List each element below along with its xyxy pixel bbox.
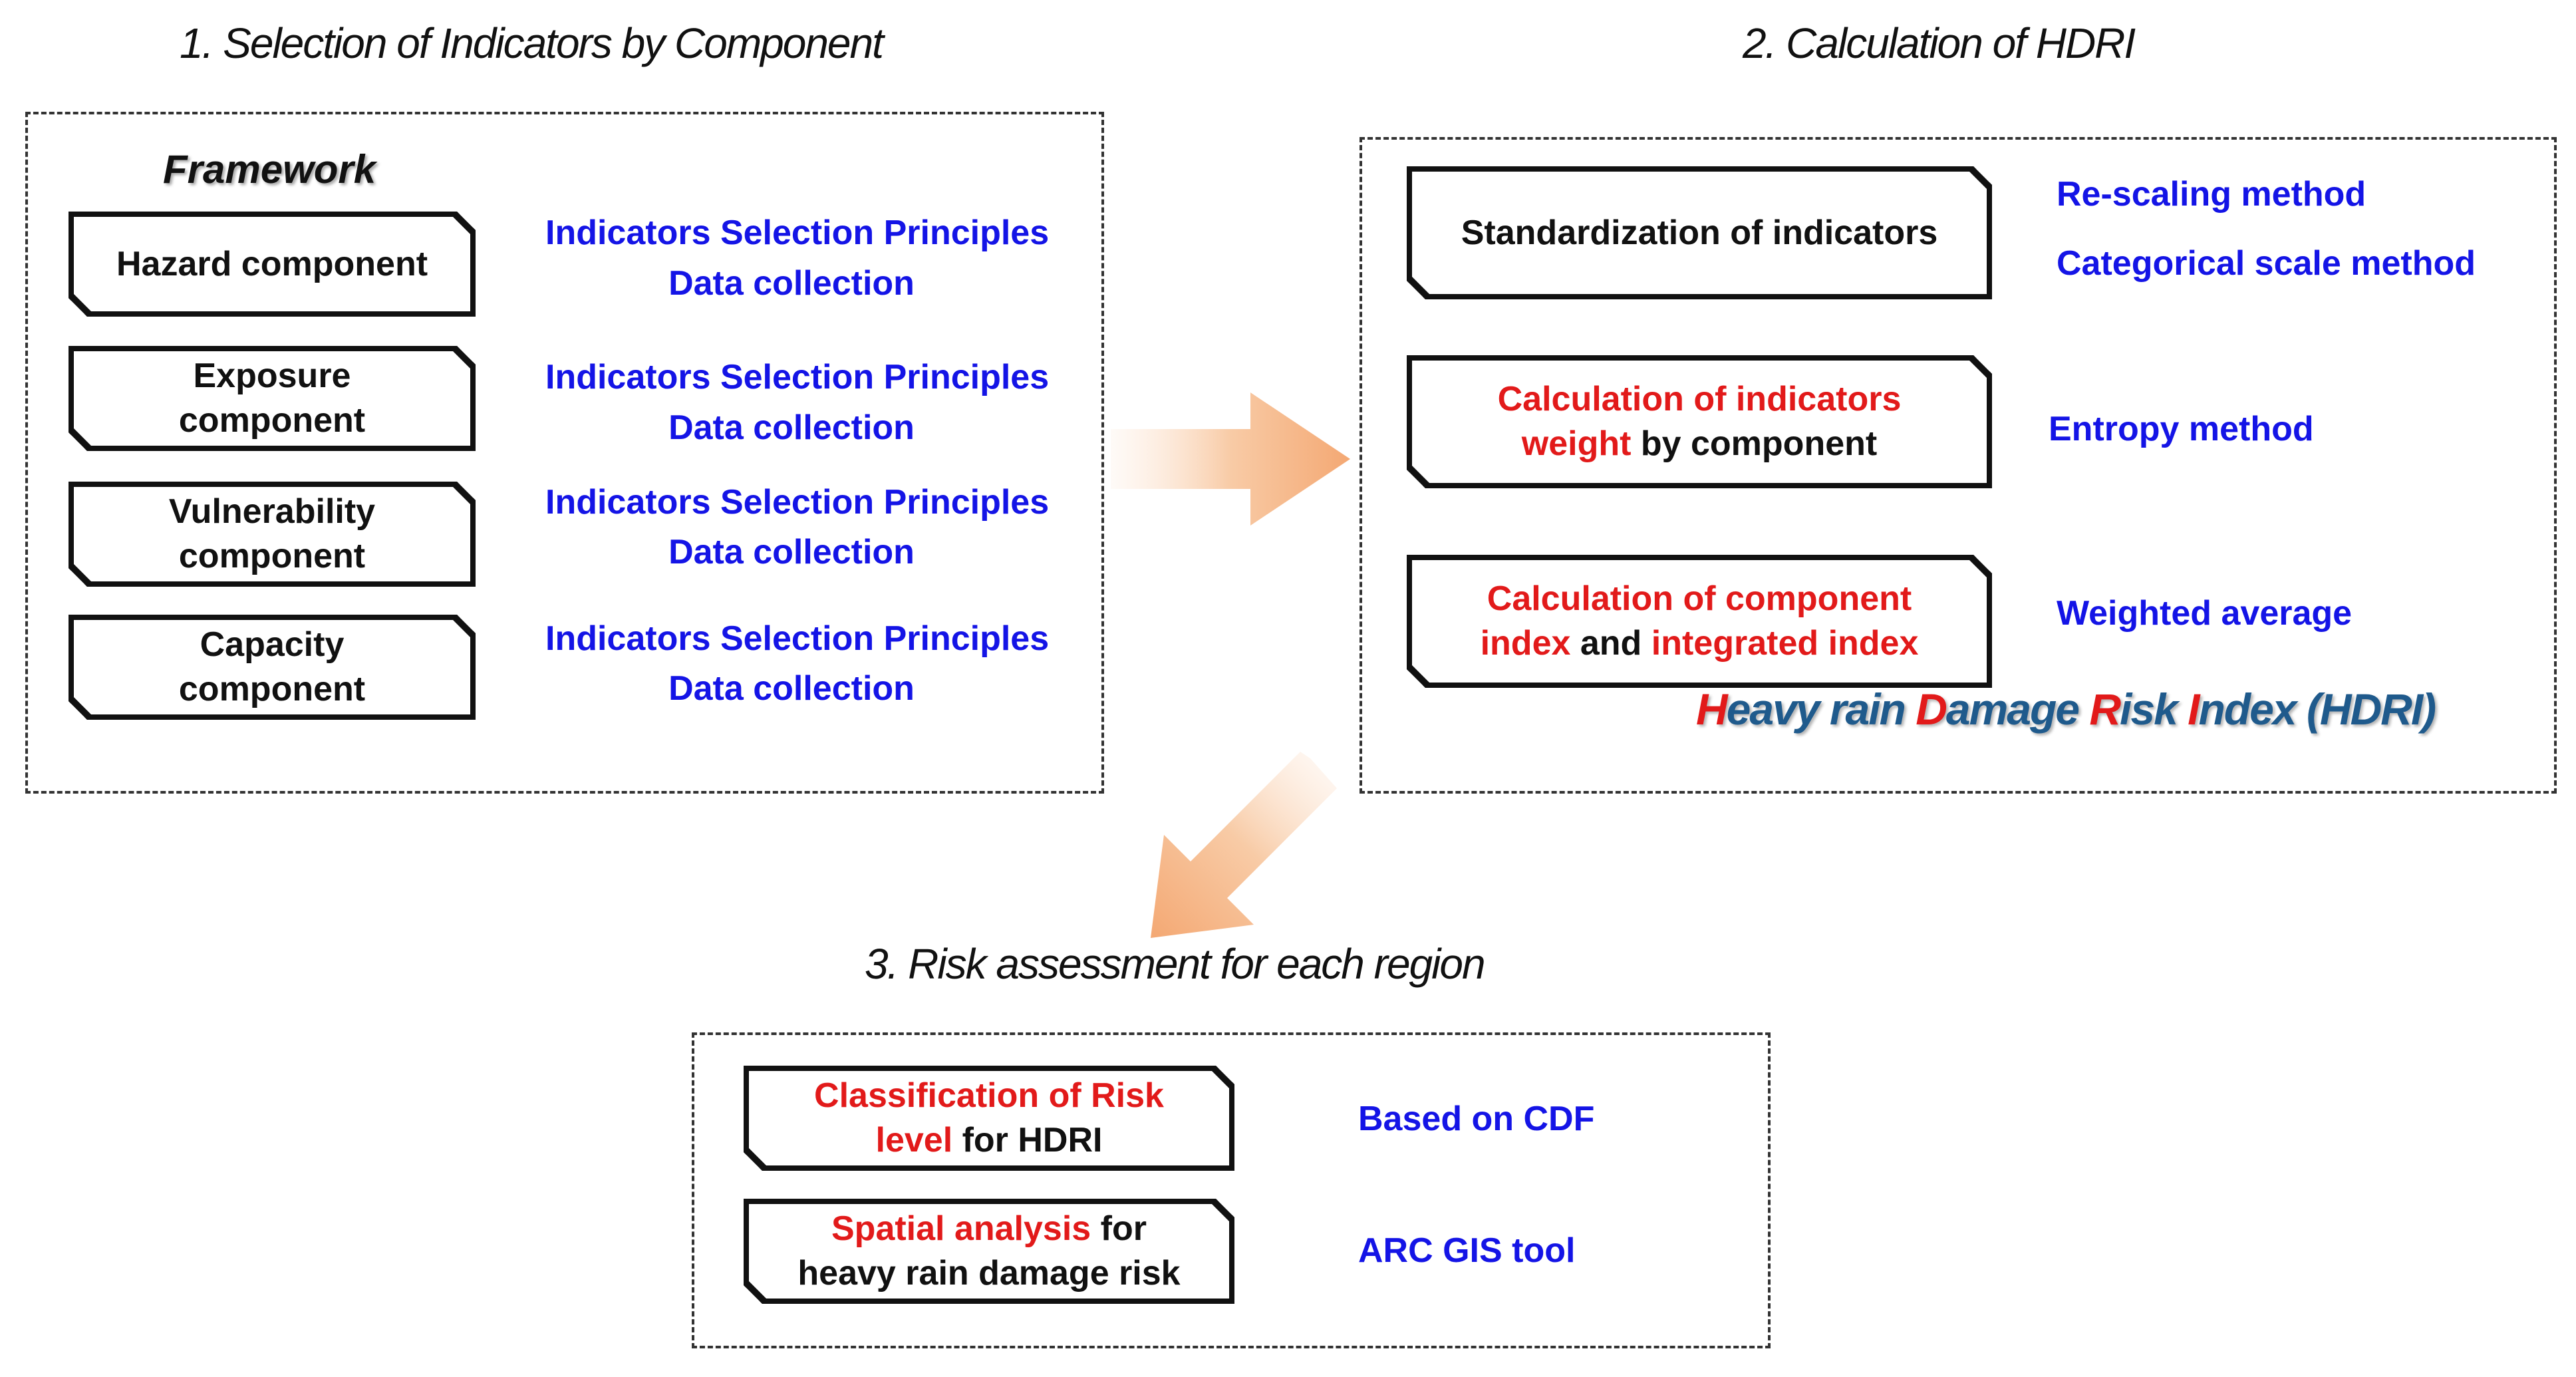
down-left-arrow-icon: [1151, 752, 1337, 938]
risk-classification-black: for HDRI: [952, 1121, 1103, 1159]
indicator-weight-black: by component: [1631, 424, 1878, 463]
capacity-principles: Indicators Selection Principles: [545, 619, 1050, 658]
vulnerability-component-line2: component: [178, 537, 366, 575]
hdri-eavy: eavy rain: [1726, 685, 1916, 734]
hdri-R: R: [2089, 685, 2121, 734]
component-index-red-b: integrated index: [1651, 624, 1919, 663]
spatial-analysis-box: Spatial analysis for heavy rain damage r…: [744, 1199, 1234, 1304]
capacity-data-collection: Data collection: [668, 669, 915, 708]
hdri-ndex: ndex (HDRI): [2198, 685, 2436, 734]
exposure-data-collection: Data collection: [668, 408, 915, 447]
exposure-principles: Indicators Selection Principles: [545, 358, 1050, 396]
section1-box: [25, 112, 1104, 794]
hazard-component-label: Hazard component: [116, 244, 428, 283]
vulnerability-principles: Indicators Selection Principles: [545, 483, 1050, 522]
spatial-analysis-for: for: [1091, 1209, 1147, 1249]
exposure-component-line2: component: [178, 401, 366, 440]
component-index-line1: Calculation of component: [1487, 579, 1912, 619]
risk-classification-box: Classification of Risk level for HDRI: [744, 1066, 1234, 1171]
hdri-amage: amage: [1945, 685, 2090, 734]
exposure-component-box: Exposure component: [69, 346, 476, 451]
risk-classification-line1: Classification of Risk: [814, 1076, 1164, 1116]
section1-title: 1. Selection of Indicators by Component: [180, 19, 884, 67]
spatial-analysis-red: Spatial analysis: [831, 1209, 1091, 1249]
indicator-weight-box: Calculation of indicators weight by comp…: [1407, 355, 1992, 488]
indicator-weight-red: weight: [1521, 424, 1632, 463]
section2-title: 2. Calculation of HDRI: [1743, 19, 2136, 67]
right-arrow-icon: [1111, 392, 1350, 526]
component-index-and: and: [1570, 624, 1651, 663]
rescaling-method: Re-scaling method: [2057, 175, 2366, 214]
capacity-component-line2: component: [178, 670, 366, 708]
component-index-red-a: index: [1480, 624, 1571, 663]
standardization-box: Standardization of indicators: [1407, 166, 1992, 299]
capacity-component-box: Capacity component: [69, 615, 476, 720]
entropy-method: Entropy method: [2049, 410, 2314, 448]
exposure-component-line1: Exposure: [193, 357, 351, 396]
indicator-weight-line1: Calculation of indicators: [1497, 380, 1902, 419]
standardization-label: Standardization of indicators: [1461, 213, 1938, 252]
hdri-D: D: [1916, 685, 1947, 734]
section2-box: [1360, 137, 2557, 794]
section3-box: [692, 1032, 1771, 1348]
hdri-title: Heavy rain Damage Risk Index (HDRI): [1696, 684, 2436, 734]
vulnerability-data-collection: Data collection: [668, 533, 915, 571]
hazard-component-box: Hazard component: [69, 212, 476, 317]
weighted-average: Weighted average: [2057, 594, 2353, 633]
categorical-scale-method: Categorical scale method: [2057, 244, 2476, 283]
vulnerability-component-box: Vulnerability component: [69, 482, 476, 587]
based-on-cdf: Based on CDF: [1358, 1100, 1595, 1138]
risk-classification-red: level: [875, 1121, 953, 1159]
hazard-data-collection: Data collection: [668, 264, 915, 303]
framework-label: Framework: [163, 147, 376, 192]
section3-title: 3. Risk assessment for each region: [865, 940, 1486, 988]
vulnerability-component-line1: Vulnerability: [168, 492, 376, 532]
hazard-principles: Indicators Selection Principles: [545, 214, 1050, 252]
hdri-H: H: [1696, 685, 1728, 734]
capacity-component-line1: Capacity: [200, 625, 345, 665]
hdri-isk: isk: [2120, 685, 2188, 734]
spatial-analysis-line2: heavy rain damage risk: [797, 1254, 1181, 1293]
component-index-box: Calculation of component index and integ…: [1407, 555, 1992, 688]
hdri-I: I: [2188, 685, 2200, 734]
arc-gis-tool: ARC GIS tool: [1358, 1231, 1576, 1270]
